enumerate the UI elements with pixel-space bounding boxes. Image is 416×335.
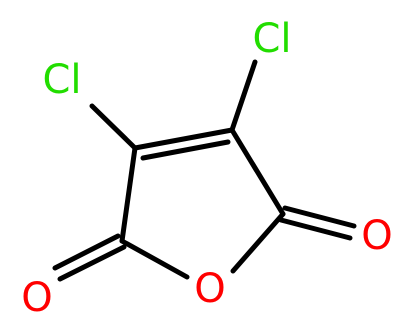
bond-c3-c4-outer	[132, 127, 235, 151]
bond-c2-o-carbonyl-left-a	[57, 244, 127, 282]
bond-cl-right-c4	[229, 59, 258, 133]
chlorine-left-label: Cl	[42, 57, 81, 103]
oxygen-ring-label: O	[194, 266, 225, 312]
bond-c5-o-carbonyl-right-a	[282, 205, 357, 229]
bond-c5-o-ring	[230, 211, 286, 274]
oxygen-carbonyl-right-label: O	[361, 213, 392, 259]
bond-c2-o-carbonyl-left-b	[52, 233, 121, 271]
bond-c3-c4-inner	[140, 139, 231, 161]
atom-labels: Cl Cl O O O	[21, 16, 392, 321]
bond-cl-left-c3	[89, 103, 138, 151]
bonds	[52, 59, 357, 282]
chlorine-right-label: Cl	[252, 16, 291, 62]
bond-c3-c2	[119, 145, 138, 244]
bond-c5-o-carbonyl-right-b	[278, 217, 353, 241]
oxygen-carbonyl-left-label: O	[21, 275, 52, 321]
bond-c4-c5	[229, 127, 286, 217]
bond-c2-o-ring	[119, 238, 190, 280]
